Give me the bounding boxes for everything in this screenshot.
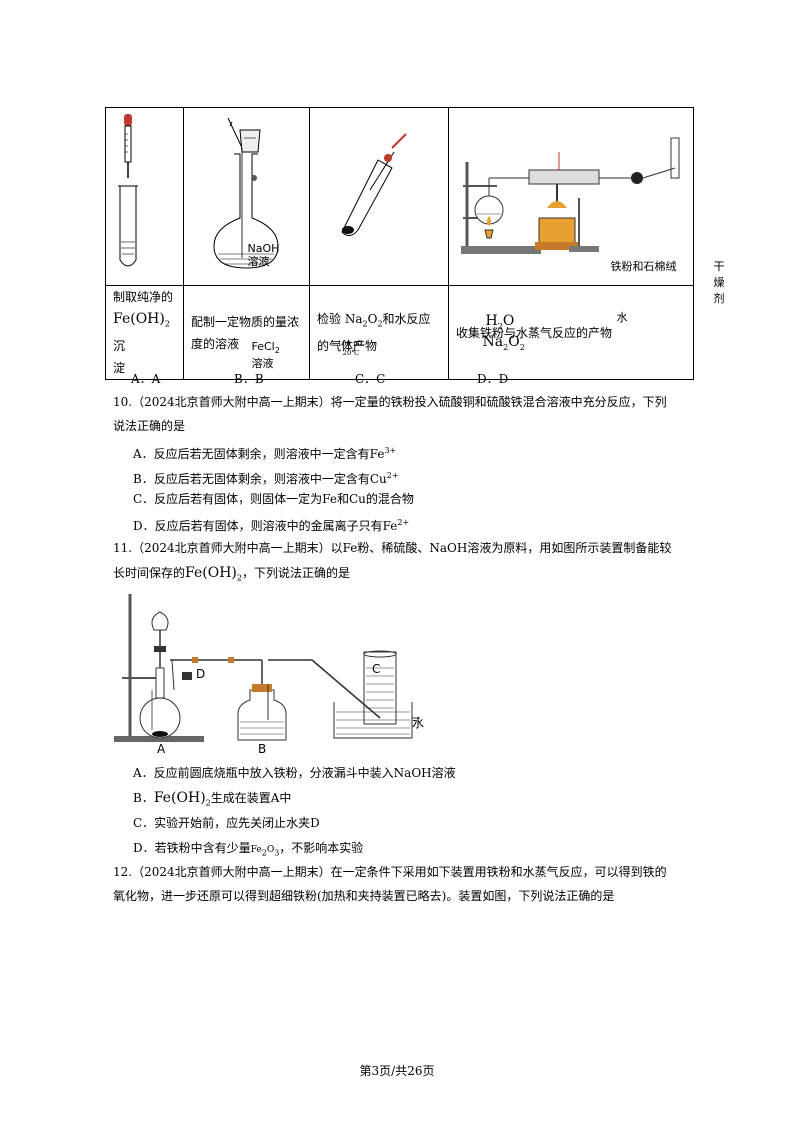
q11-option-c: C．实验开始前，应先关闭止水夹D: [133, 816, 320, 830]
q12-stem-line-1: 12.（2024北京首师大附中高一上期末）在一定条件下采用如下装置用铁粉和水蒸气…: [113, 865, 667, 879]
q11-option-d: D．若铁粉中含有少量Fe2O3，不影响本实验: [133, 841, 364, 858]
q10-stem-line-2: 说法正确的是: [113, 419, 186, 433]
q11-apparatus-figure: [114, 594, 420, 742]
q11-option-b: B．Fe(OH)2生成在装置A中: [133, 790, 292, 808]
q9-desc-c: 检验 Na2O2和水反应的气体产物: [309, 284, 449, 381]
q9-desc-d: 收集铁粉与水蒸气反应的产物: [448, 284, 694, 381]
q11-stem-line-2: 长时间保存的Fe(OH)2，下列说法正确的是: [113, 565, 350, 583]
q10-option-b: B．反应后若无固体剩余，则溶液中一定含有Cu2+: [133, 471, 399, 486]
label-h2o: H2O: [485, 312, 515, 331]
iron-steam-apparatus-figure: [461, 137, 680, 254]
label-iron-asbestos: 铁粉和石棉绒: [610, 259, 677, 273]
page-footer: 第3页/共26页: [359, 1064, 435, 1078]
q11-label-water: 水: [412, 716, 425, 730]
q9-desc-b: 配制一定物质的量浓度的溶液: [183, 284, 310, 381]
tilted-testtube-figure: [341, 133, 407, 236]
q9-option-a: A．A: [131, 372, 161, 386]
q9-option-d: D．D: [477, 372, 509, 386]
q9-figure-d: 铁粉和石棉绒 干燥剂 水: [448, 107, 725, 324]
q12-stem-line-2: 氧化物，进一步还原可以得到超细铁粉(加热和夹持装置已略去)。装置如图，下列说法正…: [113, 889, 615, 903]
label-na2o2: Na2O2: [482, 333, 525, 352]
q11-label-c: C: [372, 662, 381, 676]
label-water: 水: [616, 310, 628, 324]
dropper-testtube-figure: [118, 114, 138, 267]
q9-figure-c: H2O Na2O2: [309, 107, 525, 351]
q9-option-c: C．C: [355, 372, 386, 386]
volumetric-flask-figure: [213, 117, 279, 269]
q10-stem-line-1: 10.（2024北京首师大附中高一上期末）将一定量的铁粉投入硫酸铜和硫酸铁混合溶…: [113, 395, 667, 409]
q11-label-a: A: [157, 742, 166, 756]
q11-label-b: B: [258, 742, 267, 756]
q10-option-a: A．反应后若无固体剩余，则溶液中一定含有Fe3+: [133, 446, 397, 461]
q9-option-b: B．B: [234, 372, 264, 386]
q11-label-d: D: [196, 667, 206, 681]
q11-option-a: A．反应前圆底烧瓶中放入铁粉，分液漏斗中装入NaOH溶液: [133, 766, 456, 780]
q11-stem-line-1: 11.（2024北京首师大附中高一上期末）以Fe粉、稀硫酸、NaOH溶液为原料，…: [113, 541, 672, 555]
q10-option-d: D．反应后若有固体，则溶液中的金属离子只有Fe2+: [133, 518, 410, 533]
label-dryer: 干燥剂: [713, 259, 725, 305]
q10-option-c: C．反应后若有固体，则固体一定为Fe和Cu的混合物: [133, 492, 414, 506]
